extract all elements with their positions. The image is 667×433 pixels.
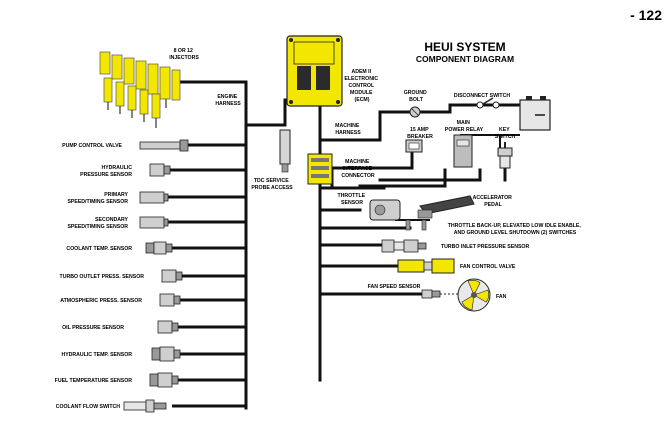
throttle-sensor-label: THROTTLE SENSOR <box>337 193 366 206</box>
left-sensor: COOLANT TEMP. SENSOR <box>66 241 246 255</box>
throttle-switches-label: THROTTLE BACK-UP, ELEVATED LOW IDLE ENAB… <box>448 223 583 236</box>
sensor-body <box>163 218 169 227</box>
left-sensor: ATMOSPHERIC PRESS. SENSOR <box>60 293 246 307</box>
diagram-subtitle: COMPONENT DIAGRAM <box>416 54 514 64</box>
accelerator-label: ACCELERATOR PEDAL <box>473 195 514 208</box>
sensor-body <box>145 399 155 413</box>
sensor-body <box>163 165 171 175</box>
sensor-label: ATMOSPHERIC PRESS. SENSOR <box>60 298 142 304</box>
fan-speed-label: FAN SPEED SENSOR <box>368 284 421 290</box>
sensor-body <box>139 216 165 229</box>
turbo-inlet-pressure-sensor <box>381 239 427 253</box>
machine-interface-label: MACHINE INTERFACE CONNECTOR <box>341 159 375 179</box>
engine-harness-label: ENGINE HARNESS <box>215 94 241 107</box>
battery <box>519 96 551 131</box>
sensor-body <box>153 241 167 255</box>
ground-bolt-label: GROUND BOLT <box>404 90 429 103</box>
breaker-label: 15 AMP BREAKER <box>407 127 433 140</box>
breaker <box>405 139 423 153</box>
sensor-label: FUEL TEMPERATURE SENSOR <box>55 378 133 384</box>
sensor-label: HYDRAULIC TEMP. SENSOR <box>61 352 132 358</box>
injectors-label: 8 OR 12 INJECTORS <box>169 48 199 61</box>
left-sensor: TURBO OUTLET PRESS. SENSOR <box>60 269 246 283</box>
left-sensor: OIL PRESSURE SENSOR <box>62 320 246 334</box>
left-sensor: HYDRAULIC TEMP. SENSOR <box>61 346 246 362</box>
throttle-sensor <box>369 199 401 221</box>
sensor-body <box>157 320 173 334</box>
sensor-body <box>149 163 165 177</box>
sensor-body <box>151 347 161 361</box>
disconnect-switch-label: DISCONNECT SWITCH <box>454 93 510 99</box>
main-relay-label: MAIN POWER RELAY <box>445 120 484 133</box>
sensor-body <box>161 269 177 283</box>
fan <box>457 278 491 312</box>
sensor-body <box>175 271 183 281</box>
accelerator-pedal <box>417 195 475 219</box>
machine-harness-label: MACHINE HARNESS <box>335 123 361 136</box>
left-sensor: COOLANT FLOW SWITCH <box>56 399 246 413</box>
ecm-label: ADEM II ELECTRONIC CONTROL MODULE (ECM) <box>344 69 379 103</box>
diagram-title: HEUI SYSTEM <box>424 40 505 54</box>
ecm-module <box>286 35 343 107</box>
tdc-probe <box>279 129 291 173</box>
turbo-inlet-label: TURBO INLET PRESSURE SENSOR <box>441 244 529 250</box>
sensor-body <box>145 242 155 254</box>
sensor-body <box>173 349 181 359</box>
key-switch-label: KEY SWITCH <box>495 127 516 140</box>
fan-control-label: FAN CONTROL VALVE <box>460 264 516 270</box>
sensor-label: COOLANT TEMP. SENSOR <box>66 246 132 252</box>
sensor-label: TURBO OUTLET PRESS. SENSOR <box>60 274 145 280</box>
sensor-body <box>163 193 169 202</box>
sensor-body <box>159 346 175 362</box>
sensor-body <box>123 401 147 411</box>
sensor-body <box>171 322 179 332</box>
fan-control-valve <box>397 258 455 274</box>
injectors: 8 OR 12 INJECTORS <box>99 48 199 128</box>
machine-interface-connector <box>307 153 333 185</box>
ground-bolt <box>409 106 421 118</box>
throttle-switches <box>405 219 427 231</box>
sensor-label: OIL PRESSURE SENSOR <box>62 325 124 331</box>
sensor-body <box>171 375 179 385</box>
fan-speed-sensor <box>421 289 441 299</box>
fan-label: FAN <box>496 294 507 300</box>
sensor-body <box>149 373 159 387</box>
main-power-relay <box>453 134 473 168</box>
left-sensor: PUMP CONTROL VALVE <box>62 139 246 152</box>
sensor-body <box>139 191 165 204</box>
sensor-body <box>165 243 173 253</box>
sensor-label: PUMP CONTROL VALVE <box>62 143 122 149</box>
disconnect-switch <box>476 97 500 109</box>
page-number: - 122 <box>630 7 662 23</box>
sensor-body <box>157 372 173 388</box>
sensor-body <box>159 293 175 307</box>
sensor-body <box>153 402 167 410</box>
sensor-body <box>179 139 189 152</box>
sensor-body <box>139 141 181 150</box>
sensor-label: COOLANT FLOW SWITCH <box>56 404 121 410</box>
sensor-body <box>173 295 181 305</box>
tdc-label: TDC SERVICE PROBE ACCESS <box>251 178 293 191</box>
left-sensor: FUEL TEMPERATURE SENSOR <box>55 372 246 388</box>
key-switch <box>497 142 513 169</box>
